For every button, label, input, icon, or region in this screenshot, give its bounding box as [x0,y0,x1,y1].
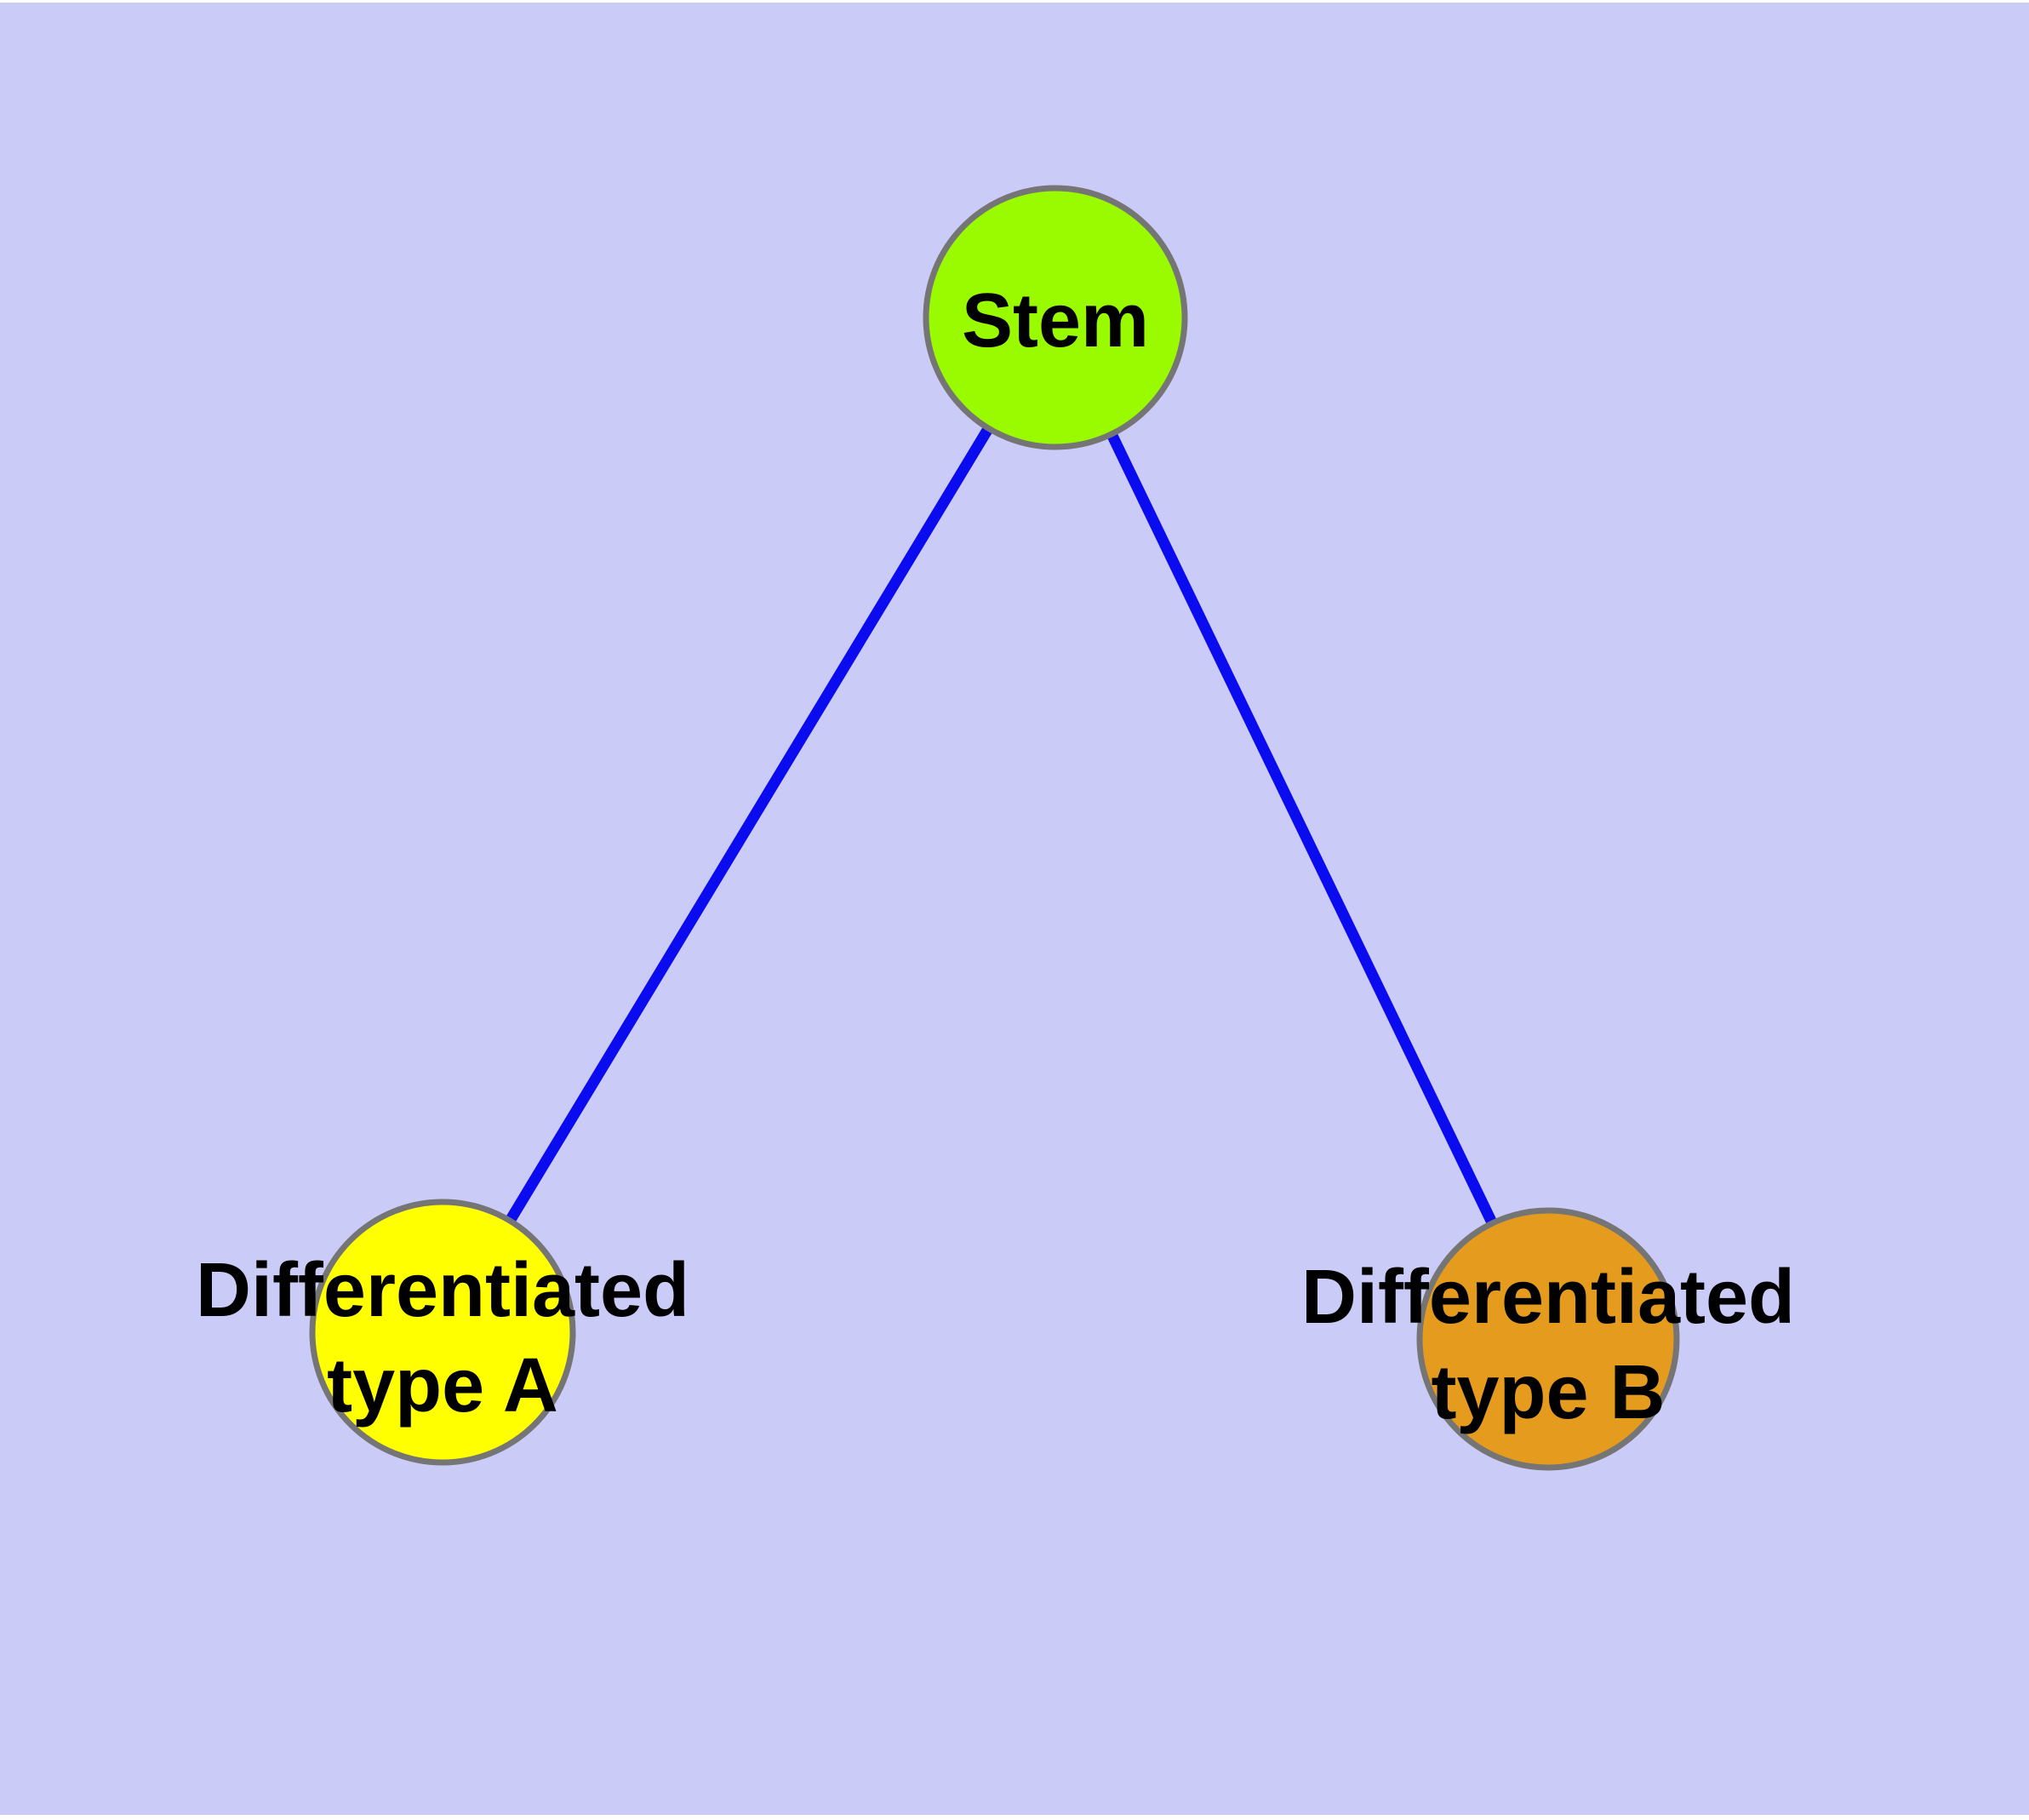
node-stem-label: Stem [962,278,1149,363]
edge-stem-to-type-b [1050,315,1553,1342]
edge-stem-to-type-a [437,314,1060,1336]
node-type-b-circle [1416,1207,1680,1471]
node-type-a-label-line1: Differentiated [196,1248,689,1333]
node-stem-circle [923,185,1188,450]
node-type-b-label-line2: type B [1431,1350,1665,1435]
node-type-a-circle [309,1199,576,1466]
node-type-a-label-line2: type A [327,1343,558,1428]
node-type-b-label-line1: Differentiated [1301,1255,1795,1340]
